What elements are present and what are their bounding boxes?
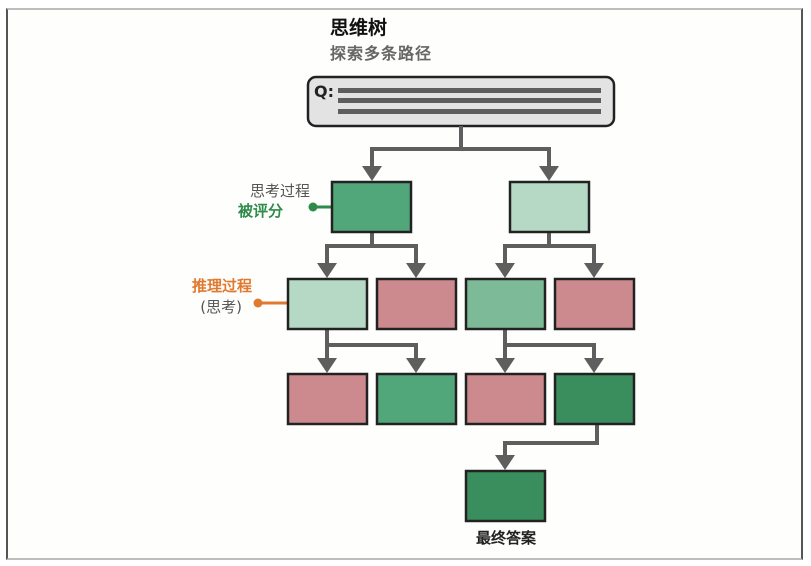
reasoning-process-label: 推理过程: [191, 277, 252, 295]
thought-node-r1a1: [464, 372, 547, 426]
thinking-paren-label: (思考): [200, 298, 242, 316]
diagram-title: 思维树: [330, 17, 388, 39]
thought-process-label: 思考过程: [249, 182, 310, 200]
question-label: Q:: [314, 82, 334, 101]
scored-pointer-dot: [308, 202, 318, 212]
question-text-line: [338, 109, 601, 114]
arrow-head-icon: [495, 455, 515, 470]
question-text-line: [338, 98, 601, 103]
thought-node-l1a2: [375, 372, 458, 426]
reasoning-pointer-dot: [253, 298, 263, 308]
arrow-head-icon: [362, 166, 382, 181]
thought-node-r1a: [464, 277, 547, 331]
thought-node-r1: [508, 180, 591, 234]
thought-node-l1a: [286, 277, 369, 331]
thought-node-l1: [330, 180, 413, 234]
arrow-head-icon: [317, 358, 337, 373]
final-answer-node: [464, 469, 547, 523]
arrow-head-icon: [406, 358, 426, 373]
final-answer-label: 最终答案: [475, 529, 536, 547]
thought-node-r1b: [553, 277, 636, 331]
arrow-head-icon: [584, 358, 604, 373]
arrow-head-icon: [539, 166, 559, 181]
arrow-head-icon: [495, 358, 515, 373]
thought-node-l1b: [375, 277, 458, 331]
diagram-subtitle: 探索多条路径: [330, 44, 433, 63]
thought-node-l1a1: [286, 372, 369, 426]
scored-label: 被评分: [237, 202, 283, 220]
thought-node-r1a2: [553, 372, 636, 426]
arrow-head-icon: [495, 263, 515, 278]
arrow-head-icon: [317, 263, 337, 278]
question-text-line: [338, 88, 601, 93]
arrow-head-icon: [584, 263, 604, 278]
arrow-head-icon: [406, 263, 426, 278]
